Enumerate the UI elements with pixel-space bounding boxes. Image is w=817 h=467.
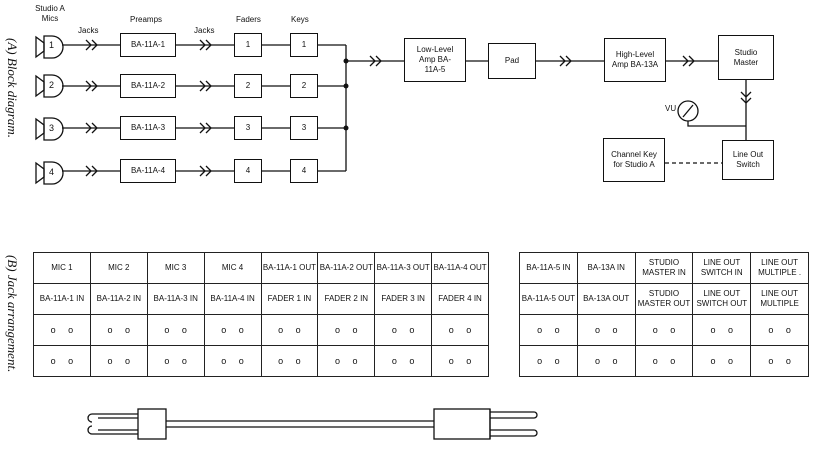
jack-label: MIC 2 (89, 252, 148, 284)
jack-hole-pair[interactable]: o o (750, 345, 809, 377)
jack-hole-pair[interactable]: o o (317, 345, 376, 377)
mic-2-number: 2 (49, 80, 55, 90)
jacks-header-1: Jacks (78, 26, 99, 35)
jack-label: FADER 1 IN (260, 283, 319, 315)
jack-hole-pair[interactable]: o o (576, 314, 636, 346)
jack-label: BA-11A-2 IN (89, 283, 148, 315)
preamp-2-box: BA-11A-2 (120, 74, 176, 98)
low-level-amp-box: Low-Level Amp BA-11A-5 (404, 38, 466, 82)
channel-key-box: Channel Key for Studio A (603, 138, 665, 182)
line-out-switch-box: Line Out Switch (722, 140, 774, 180)
jack-hole-pair[interactable]: o o (33, 345, 91, 377)
jack-hole-pair[interactable]: o o (634, 314, 694, 346)
mic-3-icon (35, 117, 64, 141)
jack-label: LINE OUT MULTIPLE (750, 283, 809, 315)
jack-hole-pair[interactable]: o o (203, 345, 262, 377)
mics-header: Studio A Mics (35, 4, 65, 23)
jack-label: BA-11A-3 IN (146, 283, 205, 315)
jack-hole-pair[interactable]: o o (317, 314, 376, 346)
mic-1-icon (35, 35, 64, 59)
key-1-box: 1 (290, 33, 318, 57)
jack-label: FADER 4 IN (431, 283, 489, 315)
mic-3-number: 3 (49, 123, 55, 133)
jack-symbols (85, 39, 752, 177)
jack-label: LINE OUT SWITCH OUT (692, 283, 752, 315)
jack-hole-pair[interactable]: o o (431, 314, 489, 346)
jack-hole-pair[interactable]: o o (374, 314, 433, 346)
jack-label: FADER 3 IN (374, 283, 433, 315)
fader-1-box: 1 (234, 33, 262, 57)
jack-label: FADER 2 IN (317, 283, 376, 315)
fader-4-box: 4 (234, 159, 262, 183)
jack-label: BA-11A-1 IN (33, 283, 91, 315)
jack-panel-right: BA-11A-5 IN BA-13A IN STUDIO MASTER IN L… (519, 252, 809, 377)
preamp-1-box: BA-11A-1 (120, 33, 176, 57)
preamps-header: Preamps (130, 15, 163, 24)
jack-hole-pair[interactable]: o o (260, 314, 319, 346)
fader-2-box: 2 (234, 74, 262, 98)
jack-label: MIC 1 (33, 252, 91, 284)
jack-label: BA-11A-5 IN (519, 252, 578, 284)
mic-4-number: 4 (49, 167, 55, 177)
jack-label: BA-13A IN (576, 252, 636, 284)
jack-label: STUDIO MASTER OUT (634, 283, 694, 315)
jack-label: BA-11A-5 OUT (519, 283, 578, 315)
jack-hole-pair[interactable]: o o (634, 345, 694, 377)
jack-label: BA-13A OUT (576, 283, 636, 315)
jack-label: LINE OUT SWITCH IN (692, 252, 752, 284)
faders-header: Faders (236, 15, 261, 24)
jack-label: MIC 3 (146, 252, 205, 284)
pad-box: Pad (488, 43, 536, 79)
jack-hole-pair[interactable]: o o (576, 345, 636, 377)
jack-hole-pair[interactable]: o o (692, 345, 752, 377)
bus-junctions (343, 58, 349, 131)
fader-3-box: 3 (234, 116, 262, 140)
jack-hole-pair[interactable]: o o (750, 314, 809, 346)
jack-hole-pair[interactable]: o o (519, 345, 578, 377)
jack-hole-pair[interactable]: o o (431, 345, 489, 377)
key-4-box: 4 (290, 159, 318, 183)
jack-label: MIC 4 (203, 252, 262, 284)
mic-4-icon (35, 161, 64, 185)
key-2-box: 2 (290, 74, 318, 98)
jack-hole-pair[interactable]: o o (260, 345, 319, 377)
jack-panel-left: MIC 1 MIC 2 MIC 3 MIC 4 BA-11A-1 OUT BA-… (33, 252, 489, 377)
jack-hole-pair[interactable]: o o (374, 345, 433, 377)
jack-label: BA-11A-2 OUT (317, 252, 376, 284)
jack-label: BA-11A-1 OUT (260, 252, 319, 284)
jack-hole-pair[interactable]: o o (33, 314, 91, 346)
key-3-box: 3 (290, 116, 318, 140)
jack-label: STUDIO MASTER IN (634, 252, 694, 284)
keys-header: Keys (291, 15, 309, 24)
high-level-amp-box: High-Level Amp BA-13A (604, 38, 666, 82)
jacks-header-2: Jacks (194, 26, 215, 35)
jack-hole-pair[interactable]: o o (89, 314, 148, 346)
preamp-3-box: BA-11A-3 (120, 116, 176, 140)
mic-2-icon (35, 74, 64, 98)
jack-label: LINE OUT MULTIPLE . (750, 252, 809, 284)
studio-master-box: Studio Master (718, 35, 774, 80)
patch-cord-icon (87, 408, 538, 440)
jack-label: BA-11A-4 IN (203, 283, 262, 315)
mic-1-number: 1 (49, 40, 55, 50)
vu-label: VU (665, 104, 677, 113)
jack-hole-pair[interactable]: o o (203, 314, 262, 346)
jack-hole-pair[interactable]: o o (692, 314, 752, 346)
jack-label: BA-11A-3 OUT (374, 252, 433, 284)
jack-hole-pair[interactable]: o o (146, 314, 205, 346)
preamp-4-box: BA-11A-4 (120, 159, 176, 183)
jack-hole-pair[interactable]: o o (89, 345, 148, 377)
jack-label: BA-11A-4 OUT (431, 252, 489, 284)
jack-hole-pair[interactable]: o o (519, 314, 578, 346)
jack-hole-pair[interactable]: o o (146, 345, 205, 377)
